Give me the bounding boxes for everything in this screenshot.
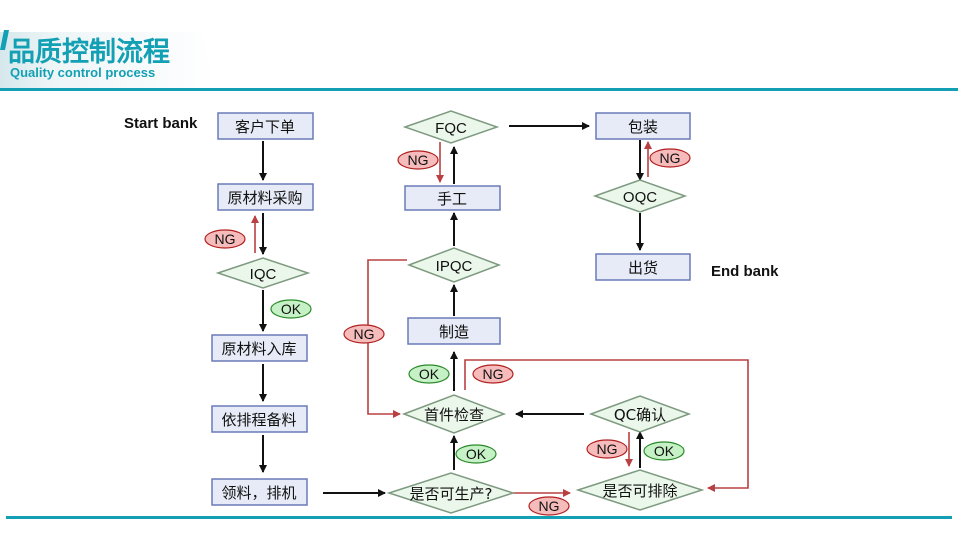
start-bank-label: Start bank — [124, 115, 198, 132]
packing-label: 包装 — [628, 118, 658, 136]
ng-tag: NG — [472, 364, 514, 384]
customer-order-label: 客户下单 — [235, 118, 295, 136]
end-bank-label: End bank — [711, 263, 779, 280]
process-boxes: 客户下单 原材料采购 原材料入库 依排程备料 领料，排机 制造 手工 包装 — [211, 112, 691, 506]
header-decoration — [0, 30, 958, 91]
manufacture-label: 制造 — [439, 323, 469, 341]
ng-tag: NG — [343, 324, 385, 344]
page-title: 品质控制流程 — [8, 37, 170, 68]
shipping-box: 出货 — [595, 253, 691, 281]
ok-tag-label: OK — [281, 301, 302, 317]
first-piece-label: 首件检查 — [424, 406, 484, 424]
ng-tag-label: NG — [354, 326, 375, 342]
ng-tag: NG — [528, 496, 570, 516]
ng-tag-label: NG — [408, 152, 429, 168]
manual-box: 手工 — [404, 185, 501, 211]
ok-tag: OK — [455, 444, 497, 464]
ng-tag: NG — [586, 439, 628, 459]
schedule-prep-label: 依排程备料 — [221, 411, 296, 429]
can-produce-diamond: 是否可生产? — [386, 472, 516, 514]
raw-purchase-box: 原材料采购 — [217, 183, 314, 211]
iqc-label: IQC — [250, 266, 277, 283]
header: 品质控制流程 Quality control process — [0, 0, 958, 96]
ipqc-label: IPQC — [436, 258, 473, 275]
can-remove-label: 是否可排除 — [602, 482, 677, 500]
manufacture-box: 制造 — [407, 317, 501, 345]
qc-confirm-diamond: QC确认 — [588, 395, 692, 433]
flow-arrows — [259, 122, 644, 497]
ok-tag: OK — [643, 441, 685, 461]
can-produce-label: 是否可生产? — [410, 485, 493, 503]
ng-tag-label: NG — [539, 498, 560, 514]
status-tags: NG OK NG NG NG OK NG OK — [204, 148, 691, 516]
ng-tag-label: NG — [660, 150, 681, 166]
raw-purchase-label: 原材料采购 — [227, 189, 302, 207]
ng-tag-label: NG — [483, 366, 504, 382]
raw-storage-label: 原材料入库 — [221, 340, 296, 358]
schedule-prep-box: 依排程备料 — [211, 405, 308, 433]
ng-tag: NG — [397, 150, 439, 170]
pick-machine-label: 领料，排机 — [221, 484, 296, 502]
oqc-label: OQC — [623, 189, 657, 206]
iqc-diamond: IQC — [215, 257, 311, 289]
ng-tag-label: NG — [597, 441, 618, 457]
ok-tag-label: OK — [419, 366, 440, 382]
ng-tag-label: NG — [215, 231, 236, 247]
raw-storage-box: 原材料入库 — [211, 334, 308, 362]
ok-tag-label: OK — [654, 443, 675, 459]
qc-confirm-label: QC确认 — [614, 406, 666, 424]
ipqc-diamond: IPQC — [406, 247, 502, 283]
customer-order-box: 客户下单 — [217, 112, 314, 140]
ok-tag: OK — [270, 299, 312, 319]
page-subtitle: Quality control process — [10, 65, 156, 80]
can-remove-diamond: 是否可排除 — [575, 469, 705, 511]
oqc-diamond: OQC — [592, 179, 688, 213]
ok-tag: OK — [408, 364, 450, 384]
fqc-label: FQC — [435, 120, 467, 137]
manual-label: 手工 — [437, 190, 467, 208]
first-piece-diamond: 首件检查 — [401, 394, 507, 434]
ng-tag: NG — [649, 148, 691, 168]
ng-tag: NG — [204, 229, 246, 249]
shipping-label: 出货 — [628, 259, 658, 277]
decision-diamonds: IQC FQC IPQC OQC 首件检查 QC确认 是否可生产? 是否可排除 — [215, 110, 705, 514]
fqc-diamond: FQC — [402, 110, 500, 144]
footer-line — [6, 516, 952, 519]
ok-tag-label: OK — [466, 446, 487, 462]
packing-box: 包装 — [595, 112, 691, 140]
pick-machine-box: 领料，排机 — [211, 478, 308, 506]
